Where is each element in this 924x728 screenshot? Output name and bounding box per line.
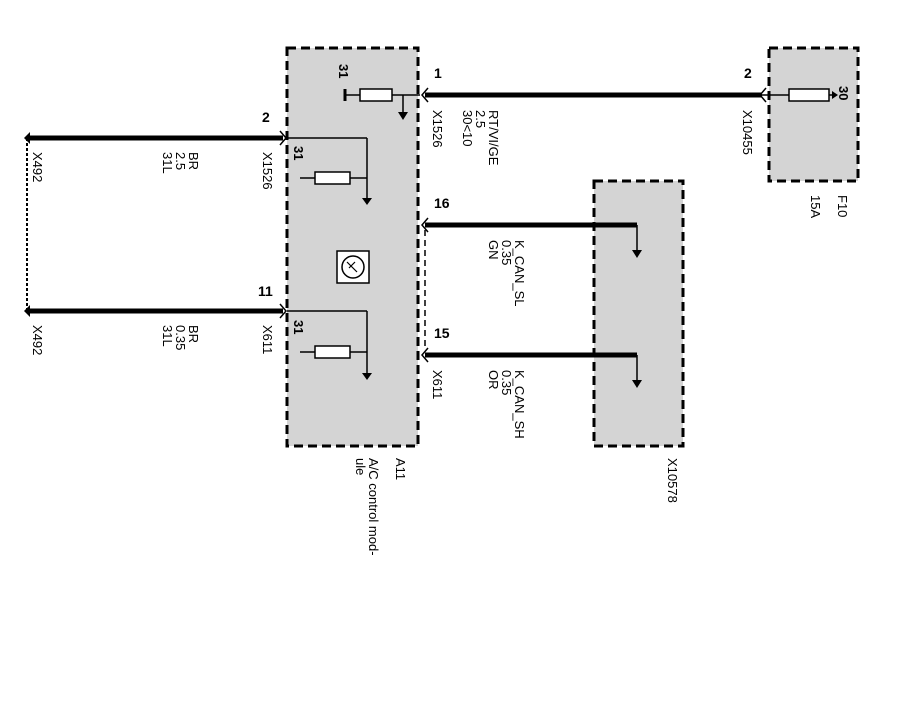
wire-signal-label: 30<10 (460, 110, 475, 147)
fuse-rating: 15A (808, 195, 823, 218)
resistor-icon-bottom (314, 345, 351, 359)
wire-gauge-label: 0.35 (499, 370, 514, 395)
ground-arrow-pin2 (362, 198, 372, 205)
arrow-icon-can-high (632, 380, 642, 388)
connector-label: X611 (260, 325, 275, 354)
connector-label: X492 (30, 325, 45, 355)
wire-gauge-label: 2.5 (473, 110, 488, 128)
resistor-icon-mid (314, 171, 351, 185)
pin-number: 11 (258, 283, 273, 299)
ac-control-module-box (285, 46, 420, 448)
pin-number: 16 (434, 195, 450, 211)
pin15-connector-icon (421, 347, 429, 363)
fuse-icon (788, 88, 830, 102)
pin-number: 15 (434, 325, 450, 341)
wire-gauge-label: 0.35 (173, 325, 188, 350)
ground-arrow-pin11 (362, 373, 372, 380)
wire-signal-label: 31L (160, 152, 175, 174)
resistor-label: 31 (291, 320, 306, 334)
connector-label: X1526 (260, 152, 275, 190)
pin1-connector-icon (421, 87, 429, 103)
control-module-symbol-icon (336, 250, 370, 284)
wire-color-label: OR (486, 370, 501, 390)
connector-label: X611 (430, 370, 445, 399)
can-connector-box (592, 179, 685, 448)
pin11-connector-icon (279, 303, 287, 319)
fuse-terminal-label: 30 (836, 86, 851, 100)
module-id: A11 (393, 458, 408, 480)
wire-color-label: GN (486, 240, 501, 260)
resistor-label: 31 (336, 64, 351, 78)
wire-gauge-label: 2.5 (173, 152, 188, 170)
wire-signal-label: K_CAN_SH (512, 370, 527, 439)
wire-color-label: BR (186, 152, 201, 170)
connector-label: X1526 (430, 110, 445, 148)
wire-color-label: BR (186, 325, 201, 343)
fuse-id: F10 (835, 195, 850, 217)
resistor-label: 31 (291, 146, 306, 160)
pin-number: 2 (744, 65, 752, 81)
module-name-line1: A/C control mod- (366, 458, 381, 556)
arrow-icon-can-low (632, 250, 642, 258)
pin-number: 1 (434, 65, 442, 81)
module-name-line2: ule (353, 458, 368, 475)
wire-signal-label: K_CAN_SL (512, 240, 527, 306)
arrow-icon-pin1 (398, 112, 408, 120)
can-connector-id: X10578 (665, 458, 680, 503)
connector-label: X492 (30, 152, 45, 182)
connector-label: X10455 (740, 110, 755, 155)
pin16-connector-icon (421, 217, 429, 233)
pin2-connector-icon (279, 130, 287, 146)
resistor-icon-top (359, 88, 393, 102)
wire-signal-label: 31L (160, 325, 175, 347)
wire-gauge-label: 0.35 (499, 240, 514, 265)
pin-number: 2 (262, 109, 270, 125)
wire-color-label: RT/VI/GE (486, 110, 501, 166)
fuse-box (767, 46, 860, 183)
fuse-connector-icon (759, 87, 767, 103)
